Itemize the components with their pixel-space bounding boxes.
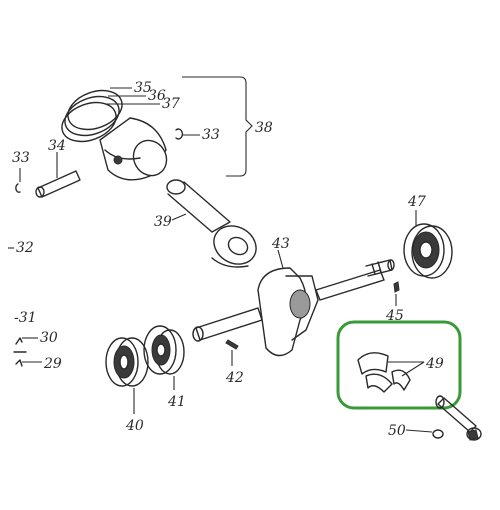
label-33-right: 33 <box>202 127 220 143</box>
label-47: 47 <box>407 194 426 210</box>
small-parts-left <box>13 337 42 367</box>
bearing-shells-49 <box>357 352 425 393</box>
label-35: 35 <box>134 80 152 96</box>
bearing-41 <box>143 325 185 375</box>
label-39: 39 <box>154 214 172 230</box>
label-50: 50 <box>388 423 406 439</box>
lever-50 <box>432 395 482 441</box>
label-37: 37 <box>162 96 180 112</box>
highlight-box <box>336 320 462 410</box>
piston-pin <box>35 170 81 198</box>
label-34: 34 <box>48 138 66 154</box>
bearing-40 <box>105 337 149 387</box>
label-49: 49 <box>425 356 444 372</box>
circlip-left <box>15 183 21 193</box>
label-45: 45 <box>385 308 404 324</box>
label-42: 42 <box>225 370 244 386</box>
label-36: 36 <box>148 88 166 104</box>
label-29: 29 <box>43 356 62 372</box>
connecting-rod <box>166 179 257 268</box>
group-bracket <box>182 76 253 177</box>
bearing-47 <box>403 223 453 279</box>
pin-42 <box>225 339 239 350</box>
label-43: 43 <box>271 236 290 252</box>
label-32: 32 <box>16 240 34 256</box>
label-38: 38 <box>255 120 273 136</box>
label-30: 30 <box>40 330 58 346</box>
crankshaft <box>192 259 395 357</box>
label-31: -31 <box>14 310 37 326</box>
piston-rings <box>61 89 123 143</box>
label-41: 41 <box>167 394 186 410</box>
circlip-right <box>175 128 184 140</box>
woodruff-key-45 <box>393 281 400 293</box>
label-40: 40 <box>125 418 144 434</box>
label-33-left: 33 <box>12 150 30 166</box>
piston <box>99 117 168 181</box>
